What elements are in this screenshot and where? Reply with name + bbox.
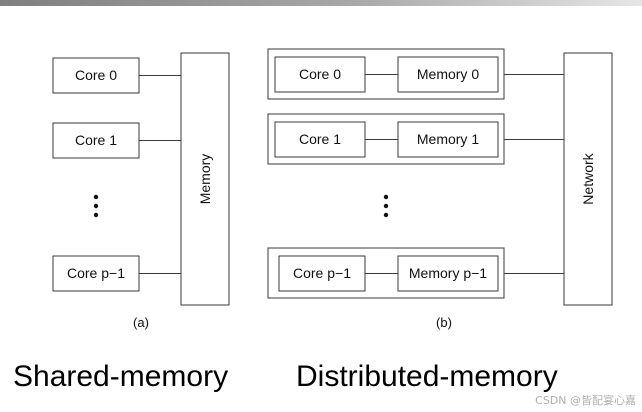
- distributed-memory-1-box: [397, 121, 499, 158]
- shared-memory-diagram: Core 0 Core 1 Core p−1 Memory (a): [52, 52, 230, 330]
- distributed-ellipsis-dot: [383, 194, 389, 200]
- shared-ellipsis-dot: [93, 212, 99, 218]
- distributed-memory-p-1-label: Memory p−1: [409, 265, 487, 281]
- distributed-memory-1-label: Memory 1: [417, 131, 479, 147]
- shared-caption: (a): [133, 315, 149, 330]
- distributed-core-1-box: [274, 121, 366, 158]
- distributed-memory-0-box: [397, 56, 499, 93]
- distributed-memory-title: Distributed-memory: [296, 360, 558, 393]
- shared-core-0-label: Core 0: [75, 67, 117, 83]
- network-label: Network: [580, 152, 596, 204]
- distributed-core-0-box: [274, 56, 366, 93]
- top-gradient-bar: [0, 0, 642, 6]
- shared-core-p-1-box: [52, 255, 140, 292]
- shared-core-0-box: [52, 57, 140, 94]
- distributed-memory-diagram: Core 0 Memory 0 Core 1 Memory 1 Core p−1…: [267, 48, 613, 330]
- distributed-ellipsis-dot: [383, 203, 389, 209]
- shared-memory-box: [180, 52, 230, 306]
- network-box: [563, 52, 613, 306]
- shared-memory-title: Shared-memory: [13, 360, 229, 393]
- distributed-ellipsis-dot: [383, 212, 389, 218]
- shared-ellipsis-dot: [93, 194, 99, 200]
- distributed-core-p-1-label: Core p−1: [293, 265, 351, 281]
- shared-core-p-1-label: Core p−1: [67, 265, 125, 281]
- distributed-memory-p-1-box: [397, 255, 499, 292]
- shared-core-1-box: [52, 122, 140, 159]
- shared-core-1-label: Core 1: [75, 132, 117, 148]
- distributed-core-0-label: Core 0: [299, 66, 341, 82]
- distributed-core-1-label: Core 1: [299, 131, 341, 147]
- watermark: CSDN @皆配宴心嘉: [535, 394, 636, 407]
- shared-ellipsis-dot: [93, 203, 99, 209]
- distributed-caption: (b): [436, 315, 452, 330]
- distributed-core-p-1-box: [278, 255, 366, 292]
- shared-memory-label: Memory: [197, 154, 213, 205]
- distributed-memory-0-label: Memory 0: [417, 66, 479, 82]
